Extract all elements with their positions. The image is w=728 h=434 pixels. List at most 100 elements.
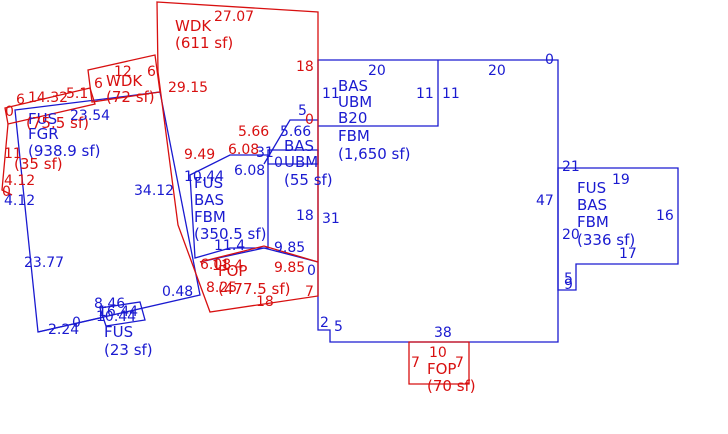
fop-bottom-code: FOP: [427, 360, 456, 378]
fus-right-area: (336 sf): [577, 231, 635, 249]
mid-fus-outline: [189, 154, 269, 259]
dim-label: 5.1: [66, 86, 88, 102]
dim-label: 9: [564, 277, 573, 293]
dim-label: 5.66: [280, 124, 311, 140]
fop-mid-top: [199, 245, 319, 263]
dim-label: 9.85: [274, 260, 305, 276]
left-bottom-link: [37, 317, 101, 333]
dim-label: 11: [416, 86, 434, 102]
dim-label: 38: [434, 325, 452, 341]
fgr-left-area: (938.9 sf): [28, 142, 101, 160]
dim-label: 27.07: [214, 9, 254, 25]
dim-label: 6: [94, 76, 103, 92]
fus-right-code-2: BAS: [577, 196, 607, 214]
dim-label: 5: [298, 103, 307, 119]
area-labels: WDK (611 sf) BAS UBM B20 FBM (1,650 sf) …: [14, 17, 635, 395]
blue-dimensions: 20 20 0 11 11 11 5 5.66 31 18 31 47 21 1…: [4, 52, 674, 341]
wdk-top-code: WDK: [175, 17, 212, 35]
dim-label: 0: [72, 315, 81, 331]
fop-mid-area: (477.5 sf): [218, 280, 291, 298]
dim-label: 10.44: [96, 309, 136, 325]
dim-label: 9.49: [184, 147, 215, 163]
fgr-left-code-1: FUS: [28, 110, 57, 128]
dim-label: 20: [488, 63, 506, 79]
fus-mid-code-1: FUS: [194, 174, 223, 192]
dim-label: 10.44: [184, 169, 224, 185]
dim-label: 16.44: [98, 304, 138, 320]
fgr-left-code-2: FGR: [28, 125, 59, 143]
dim-label: 6: [147, 64, 156, 80]
dim-label: 23.54: [70, 108, 110, 124]
dim-label: 19: [612, 172, 630, 188]
main-bas-outline: [317, 59, 559, 343]
fop-mid-code: FOP: [218, 262, 247, 280]
wdk-left-area: (72 sf): [106, 88, 155, 106]
dim-label: 47: [536, 193, 554, 209]
dim-label: 20: [562, 227, 580, 243]
dim-label: 5: [564, 271, 573, 287]
dim-label: 18: [256, 294, 274, 310]
dim-label: 29.15: [168, 80, 208, 96]
dim-label: 18: [296, 59, 314, 75]
fus-bottom-area: (23 sf): [104, 341, 153, 359]
dim-label: 16: [656, 208, 674, 224]
dim-label: 23.77: [24, 255, 64, 271]
bottom-fus-outline: [99, 301, 146, 327]
dim-label: 31: [322, 211, 340, 227]
bas-main-code-4: FBM: [338, 127, 370, 145]
dim-label: 8.25: [206, 280, 237, 296]
dim-label: 0: [2, 184, 11, 200]
red-outlines: [1, 1, 470, 385]
wdk-left-code: WDK: [106, 72, 143, 90]
fop-bottom-area: (70 sf): [427, 377, 476, 395]
left-small-area: (75.5 sf): [26, 114, 89, 132]
wdk-top-outline: [156, 1, 319, 313]
dim-label: 0: [5, 104, 14, 120]
dim-label: 5: [334, 319, 343, 335]
dim-label: 34.12: [134, 183, 174, 199]
dim-label: 18: [296, 208, 314, 224]
dim-label: 31: [256, 145, 274, 161]
dim-label: 5.66: [238, 124, 269, 140]
fus-mid-code-2: BAS: [194, 191, 224, 209]
dim-label: 11.4: [212, 258, 243, 274]
bas-inner-box: [318, 60, 439, 127]
bas-small-area: (55 sf): [284, 171, 333, 189]
fop-bottom-outline: [408, 341, 470, 385]
dim-label: 7: [455, 355, 464, 371]
bas-small-code-2: UBM: [284, 153, 318, 171]
dim-label: 6.08: [234, 163, 265, 179]
dim-label: 11: [442, 86, 460, 102]
dim-label: 4.12: [4, 173, 35, 189]
dim-label: 9.85: [274, 240, 305, 256]
dim-label: 21: [562, 159, 580, 175]
dim-label: 17: [619, 246, 637, 262]
right-fus-outline: [557, 167, 679, 291]
bas-small-code-1: BAS: [284, 137, 314, 155]
fus-mid-area: (350.5 sf): [194, 225, 267, 243]
dim-label: 8.46: [94, 296, 125, 312]
fus-right-code-1: FUS: [577, 179, 606, 197]
dim-label: 11: [322, 86, 340, 102]
bas-main-code-1: BAS: [338, 77, 368, 95]
dim-label: 2: [320, 315, 329, 331]
dim-label: 6.08: [228, 142, 259, 158]
dim-label: 2.24: [48, 322, 79, 338]
dim-label: 6: [16, 92, 25, 108]
left-small-outline: [4, 87, 96, 125]
dim-label: 0.48: [162, 284, 193, 300]
dim-label: 0: [307, 263, 316, 279]
bas-main-area: (1,650 sf): [338, 145, 411, 163]
fus-right-code-3: FBM: [577, 213, 609, 231]
dim-label: 12: [114, 64, 132, 80]
blue-outlines: [14, 59, 679, 343]
left-small-area-2: (35 sf): [14, 155, 63, 173]
dim-label: 0: [305, 112, 314, 128]
left-fgr-outline: [14, 91, 201, 333]
red-dimensions: 27.07 18 29.15 5.66 6.08 9.49 0 6.08 11.…: [2, 9, 464, 371]
wdk-top-area: (611 sf): [175, 34, 233, 52]
dim-label: 11: [4, 146, 22, 162]
dim-label: 14.32: [28, 90, 68, 106]
dim-label: 11.4: [214, 238, 245, 254]
